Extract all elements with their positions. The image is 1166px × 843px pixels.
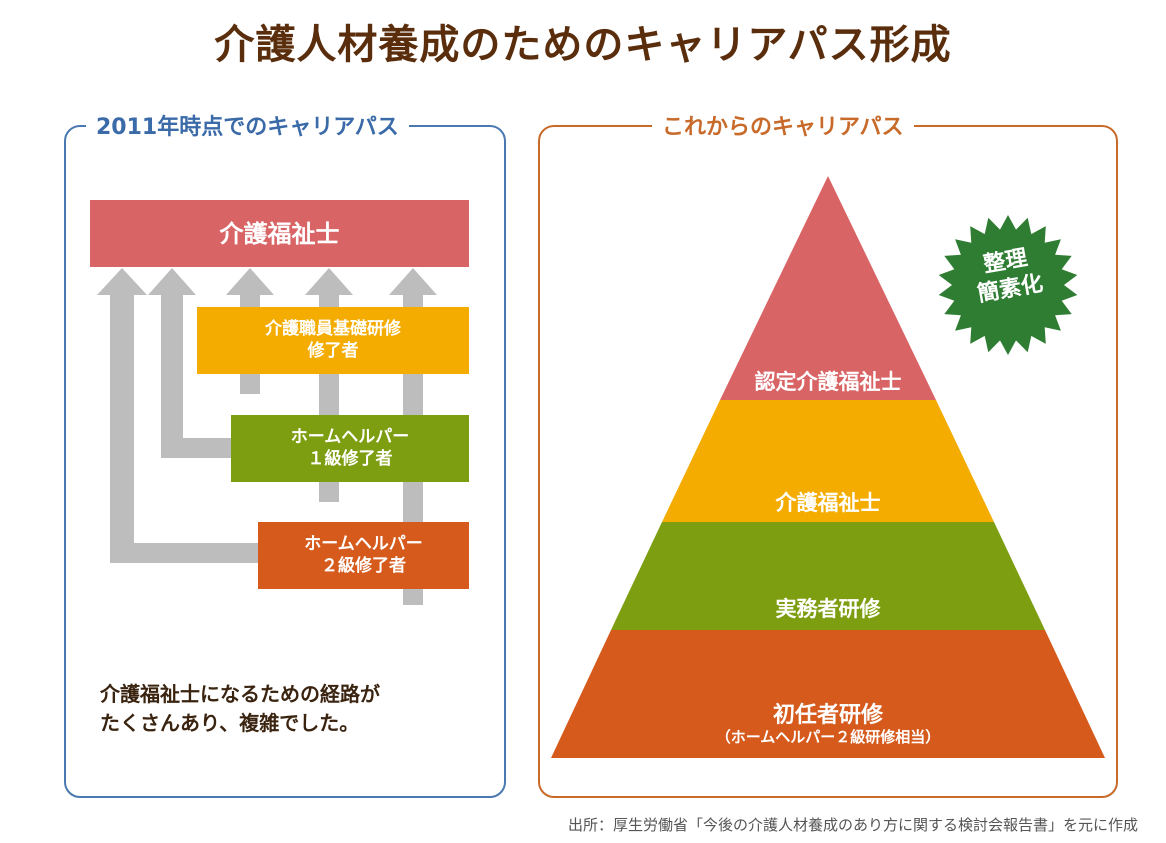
complexity-note: 介護福祉士になるための経路が たくさんあり、複雑でした。 xyxy=(100,682,380,735)
tier-label-certified: 認定介護福祉士 xyxy=(754,370,902,394)
arrow-head xyxy=(389,268,437,295)
future-career-path-label: これからのキャリアパス xyxy=(652,109,914,141)
tier-label-jitsumusha: 実務者研修 xyxy=(775,597,881,621)
source-citation: 出所：厚生労働省「今後の介護人材養成のあり方に関する検討会報告書」を元に作成 xyxy=(567,816,1138,834)
arrow-head xyxy=(148,268,196,295)
current-career-path-label: 2011年時点でのキャリアパス xyxy=(86,109,409,141)
starburst-shape xyxy=(938,215,1078,355)
page-title: 介護人材養成のためのキャリアパス形成 xyxy=(214,22,952,68)
arrow-helper2-to-kaigo xyxy=(110,293,258,563)
pyramid-tier-certified xyxy=(720,176,936,400)
shokuin-kiso-box: 介護職員基礎研修 修了者 xyxy=(197,307,469,374)
arrow-head xyxy=(305,268,353,295)
arrow-head xyxy=(226,268,274,295)
future-career-path-panel: これからのキャリアパス xyxy=(538,109,1118,798)
kaigo-fukushishi-box: 介護福祉士 xyxy=(90,200,469,267)
helper-1-box: ホームヘルパー １級修了者 xyxy=(231,415,469,482)
pyramid-tier-jitsumusha xyxy=(611,522,1045,630)
helper-2-box: ホームヘルパー ２級修了者 xyxy=(258,522,469,589)
arrow-helper1-to-kaigo xyxy=(161,293,231,458)
tier-label-shoninsha: 初任者研修 xyxy=(772,703,883,728)
tier-sublabel-shoninsha: （ホームヘルパー２級研修相当） xyxy=(715,728,941,746)
tier-label-kaigo: 介護福祉士 xyxy=(775,491,881,515)
pyramid-tier-shoninsha xyxy=(551,630,1105,758)
current-career-path-panel: 2011年時点でのキャリアパス xyxy=(64,109,506,798)
pyramid-tier-kaigo xyxy=(662,400,994,522)
arrow-head xyxy=(97,268,147,295)
